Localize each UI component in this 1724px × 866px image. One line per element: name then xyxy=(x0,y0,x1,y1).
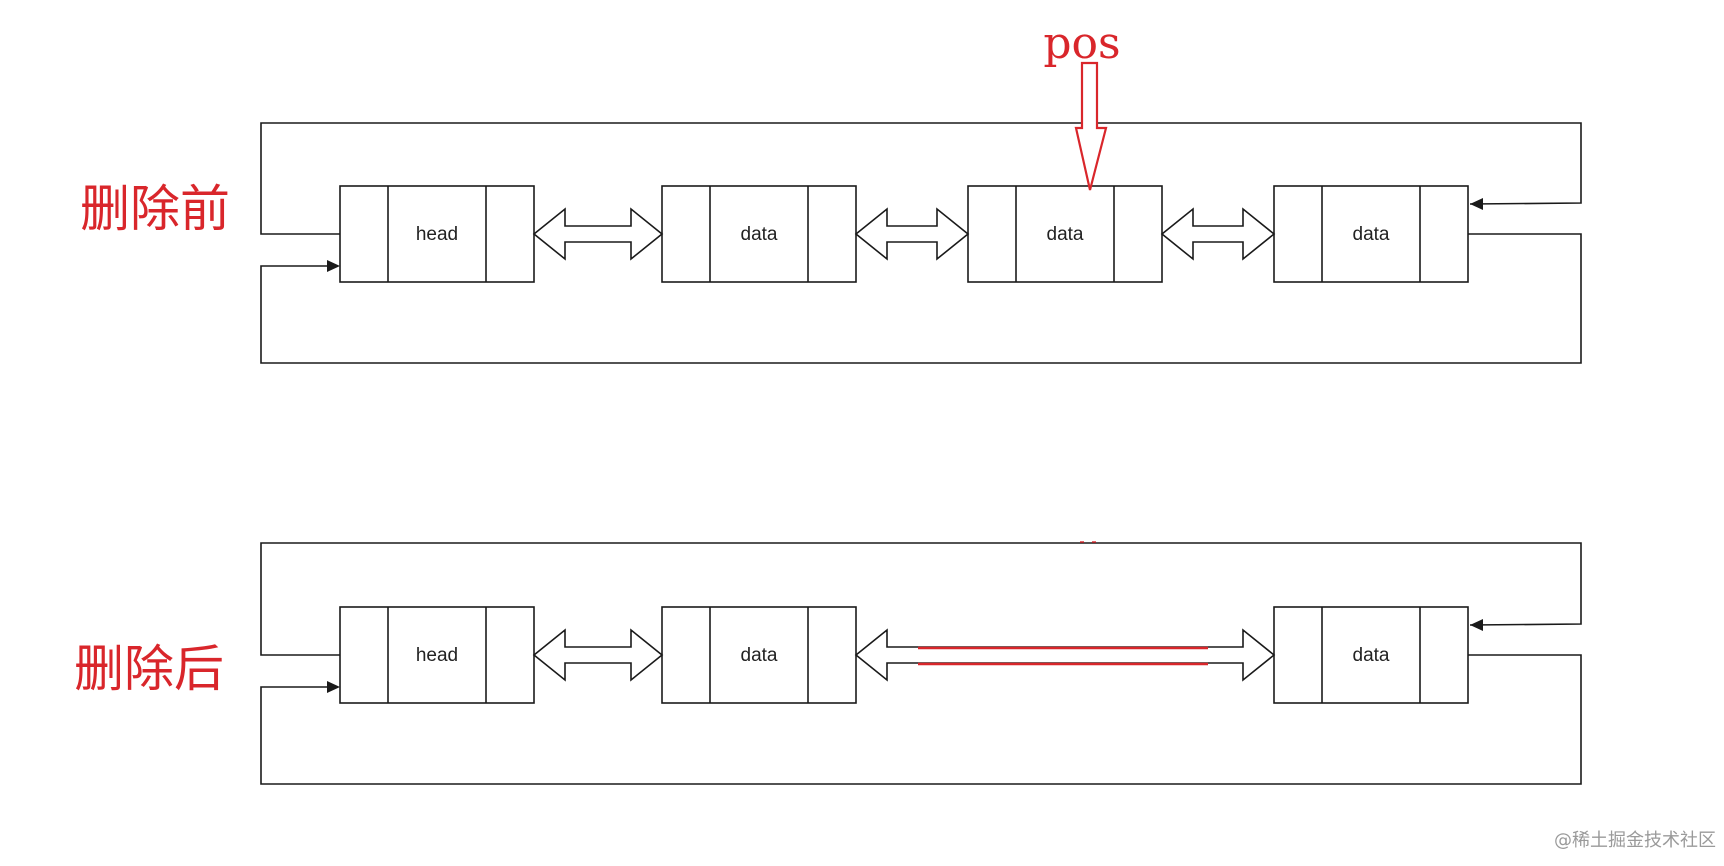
before-outer-link-bottom xyxy=(260,233,1582,364)
before-node-data-1: data xyxy=(661,185,857,283)
before-outer-link-top xyxy=(260,122,1582,235)
after-outer-link-bottom xyxy=(260,654,1582,785)
node-label: data xyxy=(1353,645,1390,666)
after-section: 删除后 head data data xyxy=(74,541,1582,785)
node-label: head xyxy=(416,224,458,245)
before-double-arrow-2 xyxy=(854,207,970,261)
before-label: 删除前 xyxy=(80,180,230,238)
node-label: head xyxy=(416,645,458,666)
node-label: data xyxy=(741,224,778,245)
after-node-data-2: data xyxy=(1273,606,1469,704)
after-node-data-1: data xyxy=(661,606,857,704)
before-double-arrow-3 xyxy=(1160,207,1276,261)
before-node-data-2: data xyxy=(967,185,1163,283)
pos-pointer-arrow xyxy=(1074,61,1108,191)
before-outer-arrowhead-left xyxy=(327,260,340,272)
pos-label: pos xyxy=(1043,18,1120,69)
after-double-arrow-1 xyxy=(532,628,664,682)
after-double-arrow-long xyxy=(854,628,1276,682)
node-label: data xyxy=(741,645,778,666)
after-label: 删除后 xyxy=(74,640,224,698)
before-node-data-3: data xyxy=(1273,185,1469,283)
after-outer-link-top xyxy=(260,542,1582,656)
after-node-head: head xyxy=(339,606,535,704)
before-node-head: head xyxy=(339,185,535,283)
before-section: 删除前 head data data data xyxy=(80,18,1582,364)
watermark: @稀土掘金技术社区 xyxy=(1554,830,1716,851)
before-outer-arrowhead-right xyxy=(1470,198,1483,210)
after-outer-arrowhead-left xyxy=(327,681,340,693)
node-label: data xyxy=(1353,224,1390,245)
node-label: data xyxy=(1047,224,1084,245)
before-double-arrow-1 xyxy=(532,207,664,261)
after-outer-arrowhead-right xyxy=(1470,619,1483,631)
